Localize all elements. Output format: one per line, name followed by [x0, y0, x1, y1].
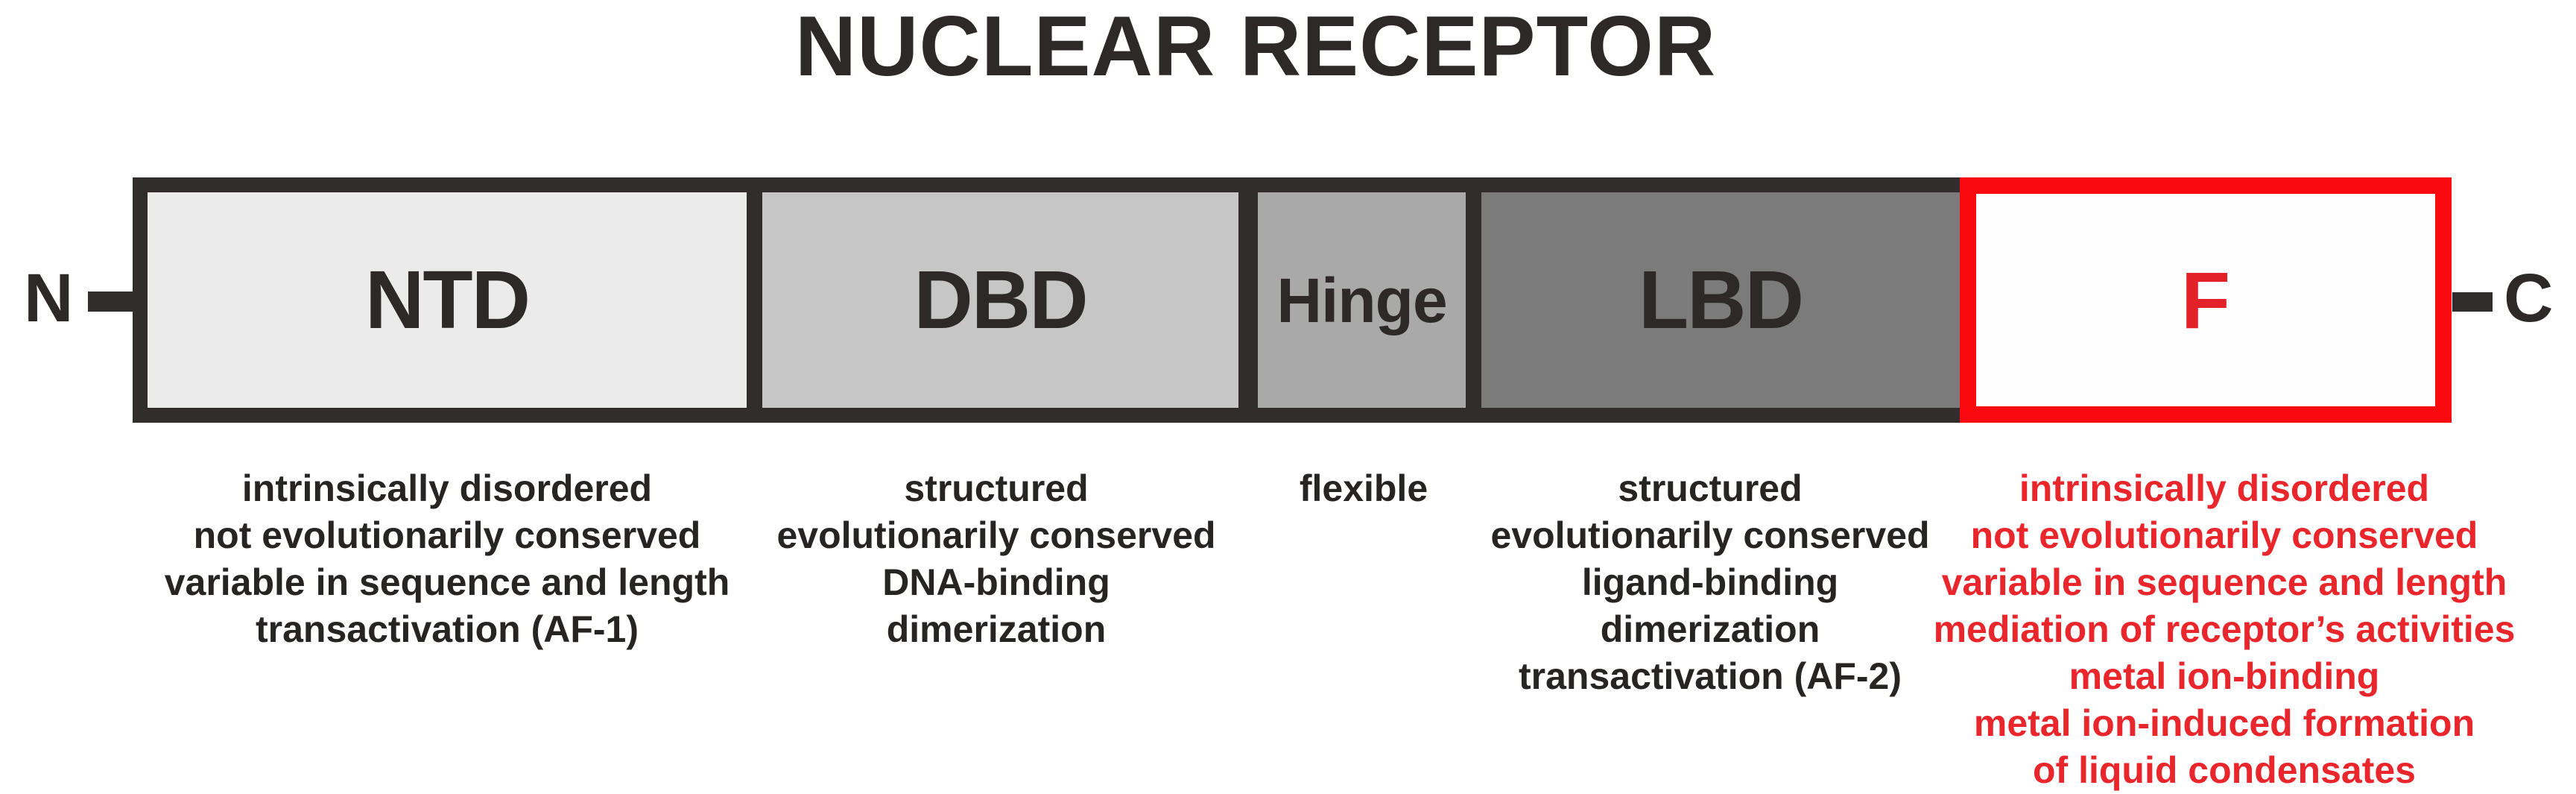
feature-line: intrinsically disordered: [2019, 467, 2430, 509]
n-terminus-label: N: [24, 260, 74, 336]
feature-line: ligand-binding: [1581, 561, 1839, 603]
feature-line: flexible: [1299, 467, 1428, 509]
domain-f-label: F: [2181, 254, 2230, 345]
feature-line: evolutionarily conserved: [776, 514, 1216, 556]
feature-line: not evolutionarily conserved: [193, 514, 701, 556]
feature-line: metal ion-binding: [2069, 655, 2380, 697]
ntd-feature-list: intrinsically disordered not evolutionar…: [112, 465, 782, 653]
domain-lbd-label: LBD: [1638, 253, 1804, 346]
feature-line: of liquid condensates: [2033, 749, 2416, 791]
diagram-title: NUCLEAR RECEPTOR: [794, 0, 1717, 94]
feature-line: transactivation (AF-1): [256, 608, 639, 650]
feature-line: variable in sequence and length: [1941, 561, 2507, 603]
feature-line: structured: [1618, 467, 1803, 509]
domain-dbd-label: DBD: [914, 253, 1088, 346]
feature-line: structured: [904, 467, 1089, 509]
feature-line: transactivation (AF-2): [1519, 655, 1902, 697]
feature-line: intrinsically disordered: [241, 467, 653, 509]
feature-line: not evolutionarily conserved: [1970, 514, 2478, 556]
feature-line: mediation of receptor’s activities: [1933, 608, 2516, 650]
f-feature-list: intrinsically disordered not evolutionar…: [1889, 465, 2560, 794]
domain-lbd: LBD: [1481, 192, 1960, 408]
domain-f: F: [1960, 177, 2452, 423]
feature-line: dimerization: [1600, 608, 1820, 650]
c-terminus-label: C: [2504, 260, 2554, 336]
domain-hinge-label: Hinge: [1276, 265, 1447, 335]
feature-line: evolutionarily conserved: [1490, 514, 1930, 556]
domain-ntd: NTD: [148, 192, 747, 408]
domain-ntd-label: NTD: [364, 253, 531, 346]
feature-line: metal ion-induced formation: [1973, 702, 2475, 744]
dbd-feature-list: structured evolutionarily conserved DNA-…: [661, 465, 1332, 653]
feature-line: variable in sequence and length: [164, 561, 730, 603]
feature-line: DNA-binding: [882, 561, 1110, 603]
lbd-feature-list: structured evolutionarily conserved liga…: [1375, 465, 2045, 700]
feature-line: dimerization: [886, 608, 1107, 650]
domain-hinge: Hinge: [1258, 192, 1466, 408]
c-terminus-connector: [2452, 292, 2493, 312]
domain-dbd: DBD: [762, 192, 1238, 408]
receptor-bar: NTD DBD Hinge LBD: [133, 177, 1960, 423]
hinge-feature-list: flexible: [1028, 465, 1699, 512]
